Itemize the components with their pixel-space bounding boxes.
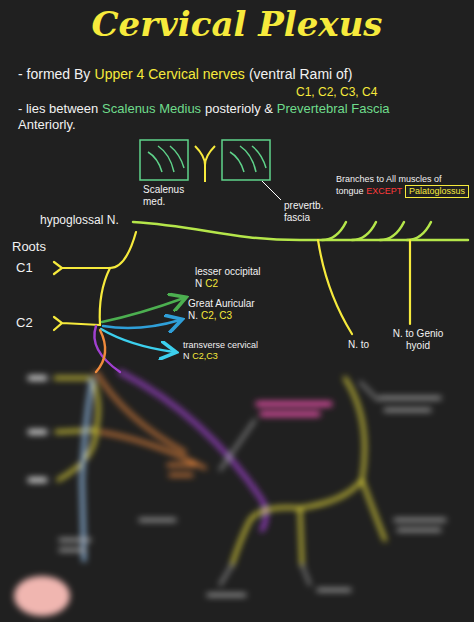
cutaneous-branches	[94, 298, 184, 372]
blurred-lower-plexus	[120, 372, 266, 530]
blurred-lower-plexus	[258, 404, 330, 414]
note-text: N. to Genio hyoid	[392, 328, 444, 352]
cutaneous-branches	[101, 329, 174, 352]
c1-c2-roots	[54, 232, 136, 274]
hypoglossal-nerve	[133, 222, 468, 240]
note-text: Scalenus Medius	[102, 101, 201, 116]
text-line: Great Auricular N.C2, C3	[188, 298, 286, 322]
highlight-text: Palatoglossus	[409, 186, 465, 196]
blurred-lower-plexus	[232, 378, 385, 565]
blurred-lower-plexus	[82, 380, 92, 560]
hypoglossal-nerve	[322, 222, 431, 240]
blurred-lower-plexus	[14, 372, 445, 616]
blurred-lower-plexus	[168, 465, 195, 475]
note-text: hypoglossal N.	[40, 213, 119, 227]
note-text: prevertb. fascia	[284, 200, 346, 224]
note-text: Upper 4 Cervical nerves	[95, 66, 245, 82]
blurred-lower-plexus	[220, 382, 378, 585]
note-text: N. to	[348, 339, 369, 351]
note-text: C2	[16, 315, 33, 331]
note-text: Anteriorly.	[18, 117, 464, 133]
text-line: Branches to All muscles of tongueEXCEPTP…	[336, 174, 470, 198]
text-line: transverse cervical NC2,C3	[183, 340, 275, 362]
blurred-lower-plexus	[96, 372, 205, 468]
plexus-fork	[195, 146, 215, 182]
note-text: Roots	[12, 239, 46, 255]
blurred-lower-plexus	[60, 398, 445, 595]
note-text: C1, C2, C3, C4	[296, 85, 377, 99]
note-text: C2, C3	[201, 310, 232, 321]
text-line: lesser occipital NC2	[195, 266, 273, 290]
leader-line	[262, 181, 281, 200]
leader-line	[262, 181, 281, 200]
text-line: - formed By Upper 4 Cervical nerves(ventr…	[18, 66, 468, 83]
cutaneous-branches	[96, 330, 105, 372]
c1-c2-roots	[318, 240, 352, 334]
text-line: - lies between Scalenus Medius posterioly …	[18, 101, 468, 132]
cutaneous-branches	[103, 320, 180, 328]
cutaneous-branches	[102, 298, 184, 322]
note-text: - formed By	[18, 66, 90, 82]
c1-c2-roots	[100, 268, 110, 325]
note-text: posterioly &	[205, 101, 273, 116]
note-text: - lies between	[18, 101, 98, 116]
note-text: C2,C3	[192, 351, 218, 361]
note-text: Scalenus med.	[143, 184, 205, 208]
c1-c2-roots	[54, 232, 410, 334]
note-text: (ventral Rami of)	[249, 66, 352, 82]
hypoglossal-nerve	[133, 222, 468, 240]
c1-c2-roots	[54, 317, 100, 330]
cutaneous-branches	[94, 326, 120, 372]
c1-c2-roots	[409, 240, 411, 324]
blurred-lower-plexus	[30, 378, 45, 480]
plexus-fork	[195, 146, 215, 182]
blurred-lower-plexus	[14, 576, 70, 616]
note-text: lesser occipital N	[195, 266, 261, 289]
note-text: C2	[205, 278, 218, 289]
note-text: EXCEPT	[366, 186, 402, 196]
note-text: C1	[16, 260, 33, 276]
highlight-box: Palatoglossus	[405, 185, 469, 198]
note-text: Prevertebral Fascia	[277, 101, 390, 116]
title: Cervical Plexus	[0, 4, 474, 44]
